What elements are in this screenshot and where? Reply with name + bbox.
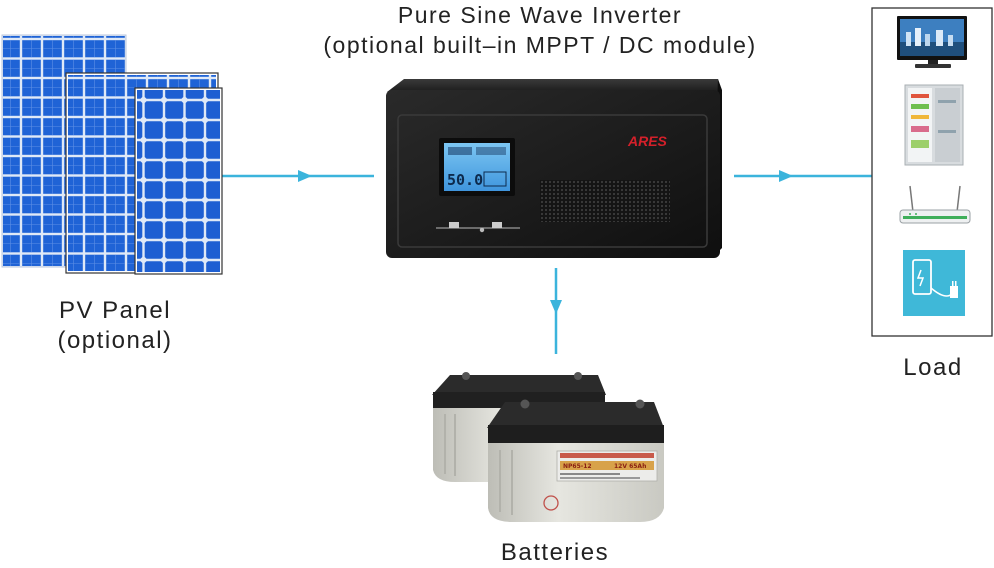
connector-pv-to-inverter <box>222 170 374 182</box>
battery-rating-label: 12V 65Ah <box>614 463 646 470</box>
battery-icon: NP65-12 12V 65Ah <box>487 399 664 522</box>
brand-logo: ARES <box>627 133 668 149</box>
pv-panel-illustration <box>1 34 223 275</box>
tv-icon <box>897 16 967 68</box>
lcd-readout: 50.0 <box>447 171 483 189</box>
load-label: Load <box>903 354 963 381</box>
router-icon <box>899 185 971 224</box>
phone-charging-icon <box>903 250 965 316</box>
inverter-title: Pure Sine Wave Inverter (optional built–… <box>260 0 820 60</box>
arrow-down-icon <box>550 300 562 314</box>
solar-panel-icon <box>134 87 223 275</box>
batteries-label: Batteries <box>500 539 610 566</box>
inverter-title-line1: Pure Sine Wave Inverter <box>397 2 683 28</box>
battery-model-label: NP65-12 <box>563 463 592 470</box>
recycle-icon <box>543 495 559 511</box>
connector-inverter-to-load <box>734 170 872 182</box>
load-box <box>871 7 993 337</box>
pv-panel-label-line2: (optional) <box>57 327 173 354</box>
inverter-illustration: 50.0 ARES <box>386 79 722 258</box>
batteries-illustration: NP65-12 12V 65Ah <box>432 372 664 522</box>
arrow-right-icon <box>779 170 793 182</box>
connector-inverter-to-batteries <box>550 268 562 354</box>
control-switches <box>436 222 520 233</box>
inverter-title-module: built–in MPPT / DC module) <box>425 32 757 58</box>
lcd-display: 50.0 <box>439 138 515 196</box>
indicator-led-icon <box>479 227 485 233</box>
refrigerator-icon <box>904 84 964 166</box>
vent-grille <box>540 180 670 222</box>
inverter-title-optional: (optional <box>323 32 426 58</box>
pv-panel-label: PV Panel (optional) <box>20 296 210 356</box>
arrow-right-icon <box>298 170 312 182</box>
switch-icon <box>449 222 459 228</box>
switch-icon <box>492 222 502 228</box>
pv-panel-label-line1: PV Panel <box>58 297 172 324</box>
inverter-title-line2: (optional built–in MPPT / DC module) <box>260 30 820 60</box>
